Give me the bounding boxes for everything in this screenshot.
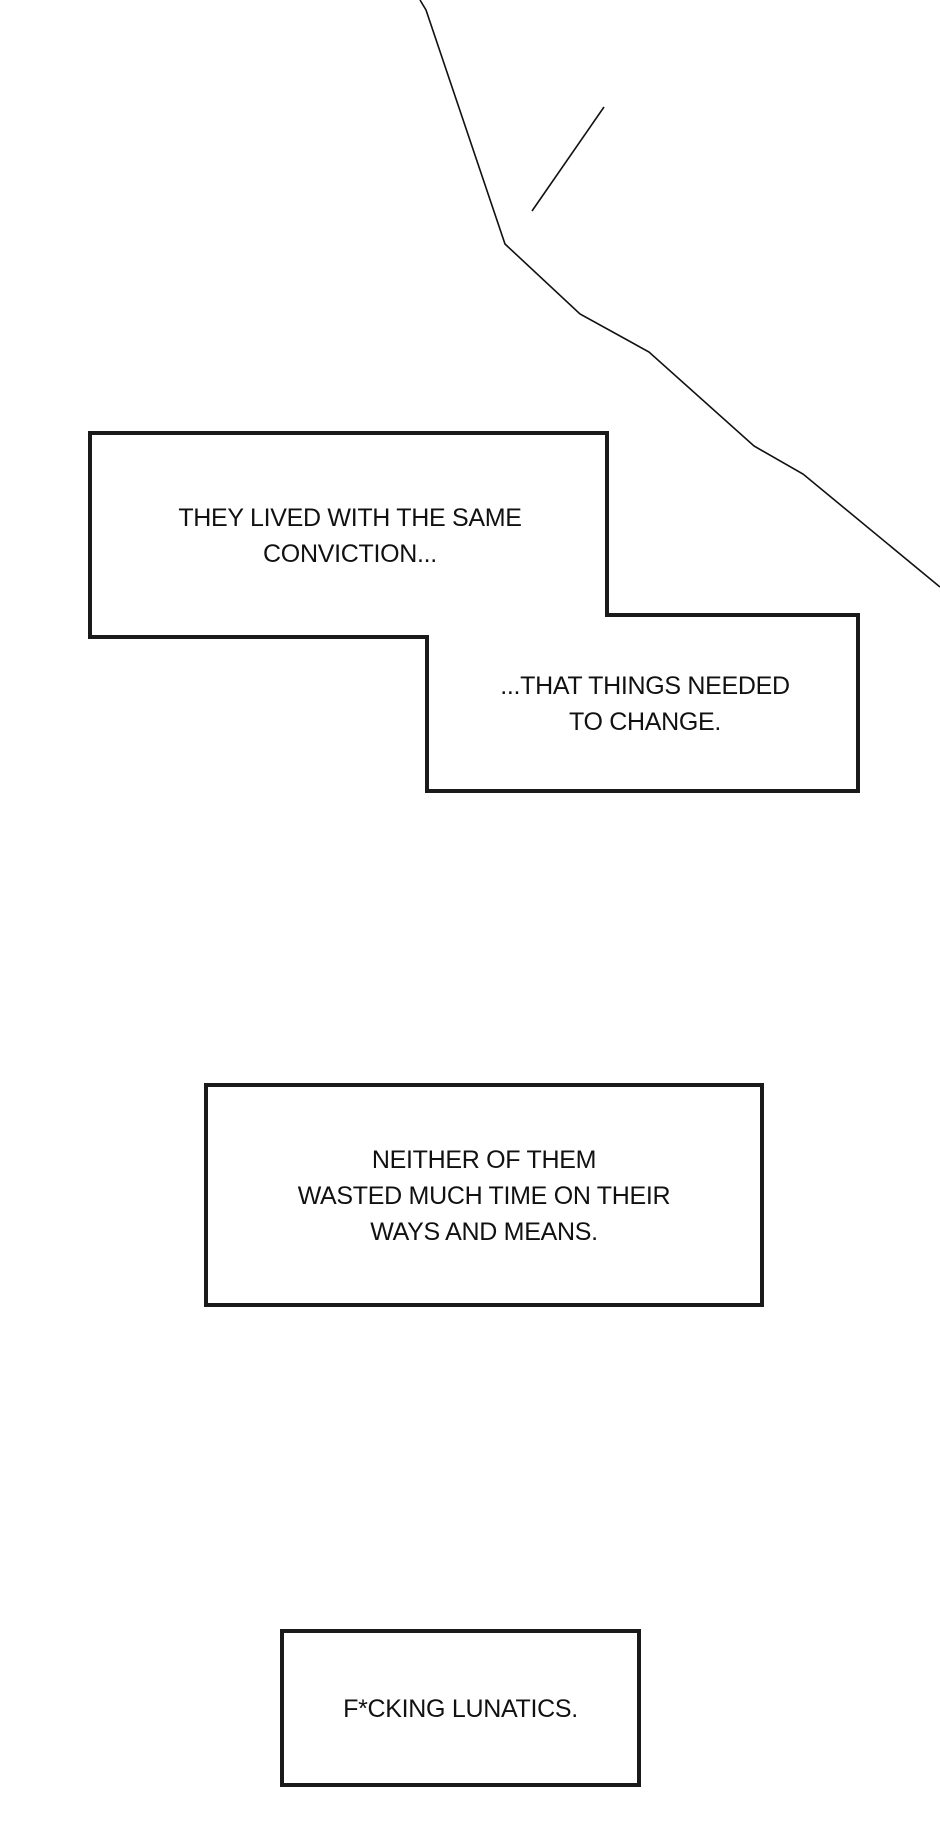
caption-text-2: ...THAT THINGS NEEDED TO CHANGE.	[450, 668, 840, 740]
caption-box-stepped	[88, 431, 860, 793]
caption-line: THEY LIVED WITH THE SAME	[178, 504, 522, 532]
caption-line: WAYS AND MEANS.	[370, 1218, 598, 1246]
caption-box-4	[280, 1629, 641, 1787]
caption-line: WASTED MUCH TIME ON THEIR	[297, 1182, 671, 1210]
sketch-line-edge	[419, 0, 940, 588]
caption-line: ...THAT THINGS NEEDED	[500, 672, 790, 700]
sketch-line-short	[531, 106, 605, 212]
caption-box-3	[204, 1083, 764, 1307]
caption-line: NEITHER OF THEM	[371, 1146, 597, 1174]
caption-text-3: NEITHER OF THEM WASTED MUCH TIME ON THEI…	[204, 1142, 764, 1250]
caption-line: CONVICTION...	[263, 540, 437, 568]
caption-line: F*CKING LUNATICS.	[343, 1695, 578, 1723]
caption-text-4: F*CKING LUNATICS.	[280, 1691, 641, 1727]
caption-text-1: THEY LIVED WITH THE SAME CONVICTION...	[120, 500, 580, 572]
caption-line: TO CHANGE.	[568, 708, 722, 736]
